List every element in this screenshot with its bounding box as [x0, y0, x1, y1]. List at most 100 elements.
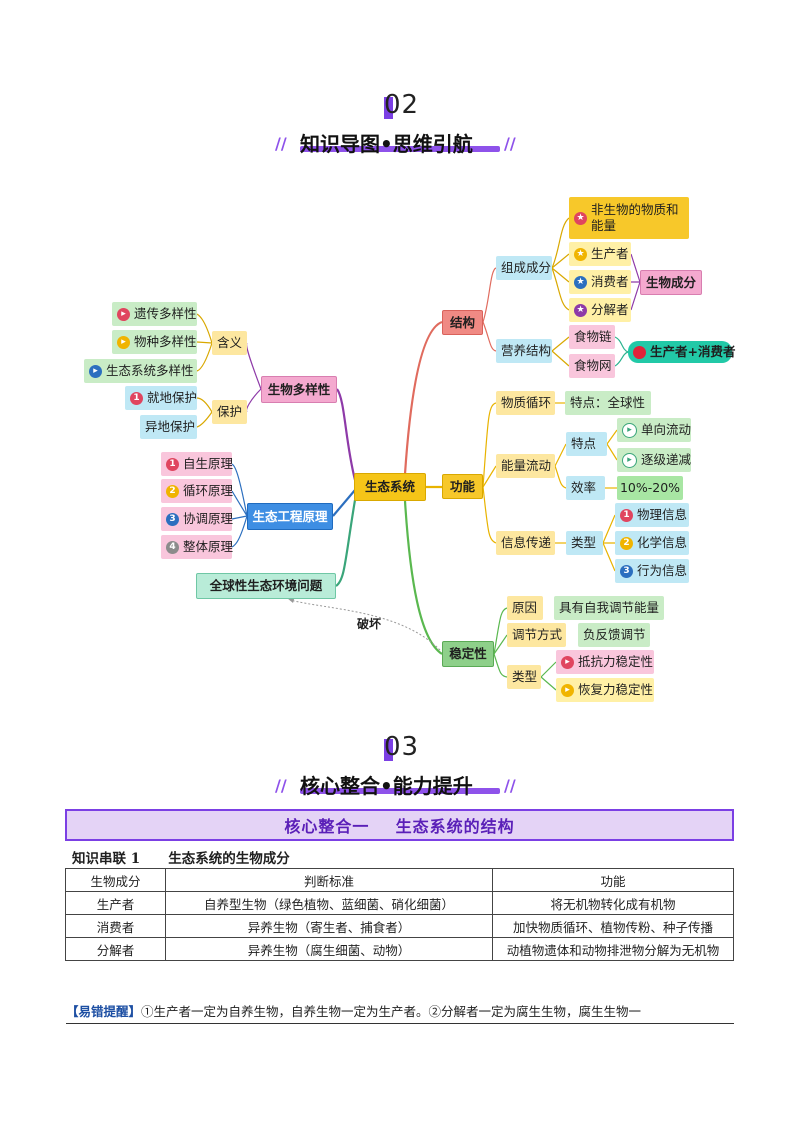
section-number: 03	[384, 732, 420, 762]
node-global-problem: 全球性生态环境问题	[196, 573, 336, 599]
node-info-type: 类型	[566, 531, 603, 555]
node-one-way: ▸ 单向流动	[617, 418, 691, 442]
node-resilience: ▸ 恢复力稳定性	[556, 678, 654, 702]
arrow-icon: ▸	[622, 422, 637, 438]
decor-slash-right: //	[504, 134, 516, 153]
node-protection: 保护	[212, 400, 247, 424]
node-decrease-label: 逐级递减	[641, 452, 692, 468]
flag-icon: ▸	[117, 307, 130, 321]
node-resilience-label: 恢复力稳定性	[578, 682, 654, 698]
star-icon: ★	[574, 275, 587, 289]
node-regulation: 调节方式	[507, 623, 566, 647]
node-ecosystem-diversity: ▸ 生态系统多样性	[84, 359, 197, 383]
decor-slash-right: //	[504, 776, 516, 795]
error-tip: 【易错提醒】①生产者一定为自养生物，自养生物一定为生产者。②分解者一定为腐生生物…	[66, 1001, 734, 1024]
node-physical-label: 物理信息	[637, 507, 688, 523]
number-4-icon: 4	[166, 540, 179, 554]
node-consumer-label: 消费者	[591, 274, 629, 290]
table-cell: 生产者	[65, 891, 166, 915]
node-principle-2: 2 循环原理	[161, 479, 234, 503]
node-behavior: 3 行为信息	[615, 559, 689, 583]
section-number-bar	[384, 97, 393, 119]
node-structure: 结构	[442, 310, 483, 335]
section-title: 核心整合•能力提升	[300, 774, 473, 798]
table-cell: 消费者	[65, 914, 166, 938]
node-principle-2-label: 循环原理	[183, 483, 234, 499]
node-food-web: 食物网	[569, 354, 615, 378]
node-principle-1-label: 自生原理	[183, 456, 234, 472]
node-genetic-label: 遗传多样性	[134, 306, 197, 322]
topic-banner: 核心整合一 生态系统的结构	[65, 809, 734, 841]
table-row: 生产者 自养型生物（绿色植物、蓝细菌、硝化细菌） 将无机物转化成有机物	[65, 891, 734, 915]
table-row: 分解者 异养生物（腐生细菌、动物） 动植物遗体和动物排泄物分解为无机物	[65, 937, 734, 961]
node-decomposer-label: 分解者	[591, 302, 629, 318]
node-ex-situ: 异地保护	[140, 415, 197, 439]
node-stability-type: 类型	[507, 665, 541, 689]
node-behavior-label: 行为信息	[637, 563, 688, 579]
table-header-row: 生物成分 判断标准 功能	[65, 868, 734, 892]
number-1-icon: 1	[130, 391, 143, 405]
node-one-way-label: 单向流动	[641, 422, 692, 438]
node-principle-4-label: 整体原理	[183, 539, 234, 555]
node-food-chain: 食物链	[569, 325, 615, 349]
table-header: 功能	[492, 868, 734, 892]
section-title: 知识导图•思维引航	[300, 132, 473, 156]
components-table: 生物成分 判断标准 功能 生产者 自养型生物（绿色植物、蓝细菌、硝化细菌） 将无…	[65, 868, 734, 961]
node-producer-consumer: 生产者+消费者	[628, 341, 736, 363]
error-tip-tag: 【易错提醒】	[66, 1004, 142, 1019]
node-material-feature: 特点：全球性	[565, 391, 651, 415]
section-title-underline	[300, 788, 500, 794]
node-producer: ★ 生产者	[569, 242, 631, 266]
node-engineering: 生态工程原理	[247, 503, 333, 530]
node-resistance-label: 抵抗力稳定性	[578, 654, 654, 670]
number-3-icon: 3	[620, 564, 633, 578]
node-producer-consumer-label: 生产者+消费者	[650, 344, 736, 360]
node-stability: 稳定性	[442, 641, 494, 667]
node-efficiency-value: 10%-20%	[617, 476, 683, 500]
node-principle-1: 1 自生原理	[161, 452, 234, 476]
flag-icon: ▸	[561, 655, 574, 669]
table-cell: 异养生物（腐生细菌、动物）	[165, 937, 493, 961]
table-cell: 动植物遗体和动物排泄物分解为无机物	[492, 937, 734, 961]
table-cell: 自养型生物（绿色植物、蓝细菌、硝化细菌）	[165, 891, 493, 915]
number-1-icon: 1	[620, 508, 633, 522]
decor-slash-left: //	[275, 776, 287, 795]
star-icon: ★	[574, 211, 587, 225]
decor-slash-left: //	[275, 134, 287, 153]
node-abiotic: ★ 非生物的物质和能量	[569, 197, 689, 239]
mindmap-center-node: 生态系统	[354, 473, 426, 501]
section-number: 02	[384, 90, 420, 120]
node-producer-label: 生产者	[591, 246, 629, 262]
node-principle-4: 4 整体原理	[161, 535, 234, 559]
arrow-icon: ▸	[622, 452, 637, 468]
section-number-bar	[384, 739, 393, 761]
flag-icon: ▸	[89, 364, 102, 378]
table-cell: 异养生物（寄生者、捕食者）	[165, 914, 493, 938]
node-decrease: ▸ 逐级递减	[617, 448, 691, 472]
node-energy-flow: 能量流动	[496, 454, 555, 478]
table-header: 生物成分	[65, 868, 166, 892]
node-biotic: 生物成分	[640, 270, 702, 295]
table-cell: 将无机物转化成有机物	[492, 891, 734, 915]
node-genetic: ▸ 遗传多样性	[112, 302, 197, 326]
node-cause: 原因	[507, 596, 543, 620]
node-feature: 特点	[566, 432, 607, 456]
node-cause-value: 具有自我调节能量	[554, 596, 664, 620]
node-in-situ: 1 就地保护	[125, 386, 197, 410]
node-biodiversity: 生物多样性	[261, 376, 337, 403]
node-species-label: 物种多样性	[134, 334, 197, 350]
node-in-situ-label: 就地保护	[147, 390, 198, 406]
mindmap-connectors	[196, 217, 641, 691]
table-header: 判断标准	[165, 868, 493, 892]
node-regulation-value: 负反馈调节	[578, 623, 650, 647]
node-efficiency: 效率	[566, 476, 605, 500]
number-2-icon: 2	[166, 484, 179, 498]
node-consumer: ★ 消费者	[569, 270, 631, 294]
node-species: ▸ 物种多样性	[112, 330, 197, 354]
node-meaning: 含义	[212, 331, 247, 355]
node-material-cycle: 物质循环	[496, 391, 555, 415]
table-cell: 分解者	[65, 937, 166, 961]
node-composition: 组成成分	[496, 256, 552, 280]
node-chemical-label: 化学信息	[637, 535, 688, 551]
node-resistance: ▸ 抵抗力稳定性	[556, 650, 654, 674]
